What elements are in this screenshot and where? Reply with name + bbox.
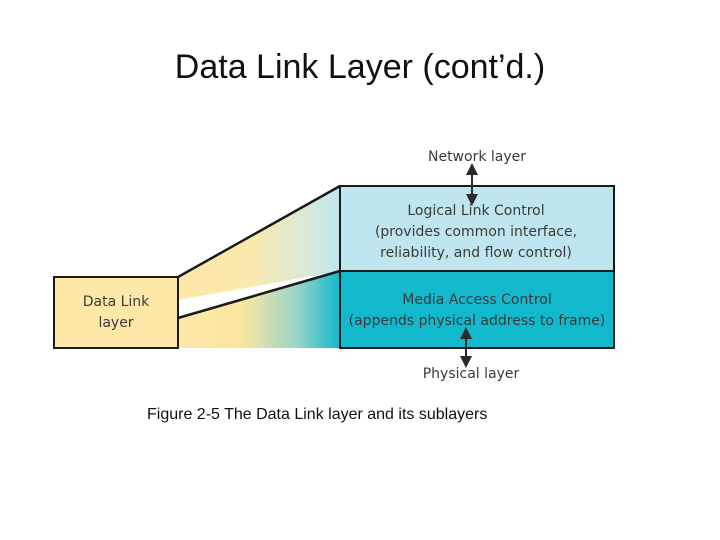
wedge-upper-edge <box>177 184 341 279</box>
network-layer-label: Network layer <box>428 149 526 165</box>
wedge-bottom <box>178 271 340 348</box>
wedge-divider-line <box>177 269 341 320</box>
physical-layer-label: Physical layer <box>423 366 520 382</box>
llc-label-line1: Logical Link Control <box>407 203 544 219</box>
llc-label-line3: reliability, and flow control) <box>380 245 572 261</box>
data-link-box <box>53 276 179 349</box>
wedge-top <box>178 186 340 300</box>
figure-caption: Figure 2-5 The Data Link layer and its s… <box>147 406 488 423</box>
slide-title: Data Link Layer (cont’d.) <box>174 48 546 86</box>
data-link-label-line1: Data Link <box>83 294 150 310</box>
llc-label-line2: (provides common interface, <box>375 224 577 240</box>
mac-label-line1: Media Access Control <box>402 292 551 308</box>
mac-label-line2: (appends physical address to frame) <box>349 313 606 329</box>
mac-box <box>339 270 615 349</box>
data-link-label-line2: layer <box>98 315 133 331</box>
